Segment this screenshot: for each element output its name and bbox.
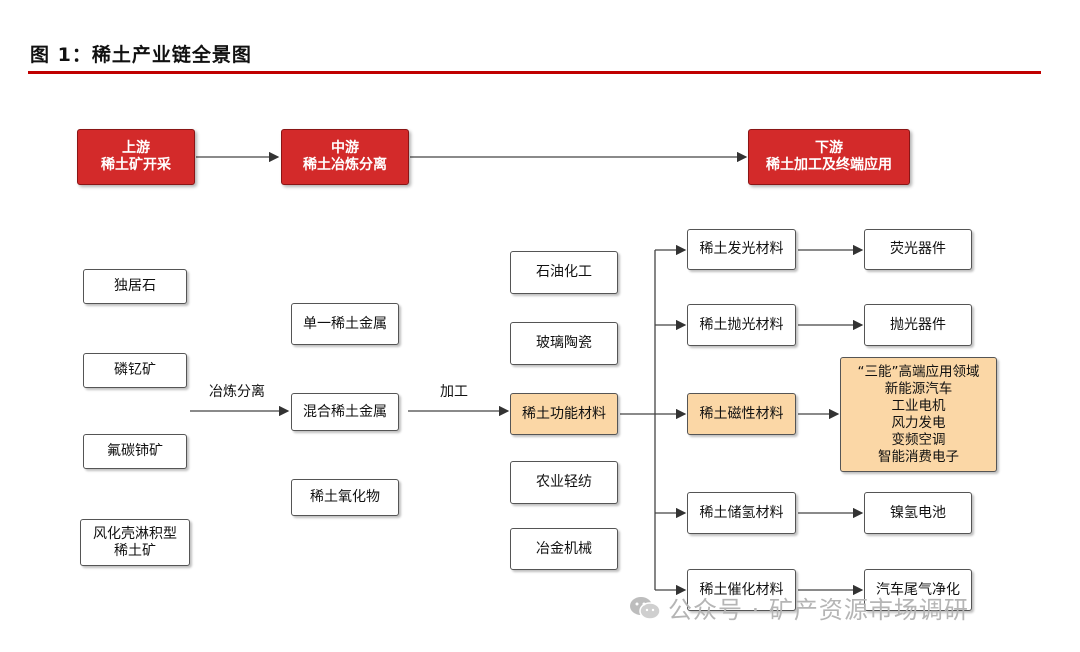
label-process: 加工 (440, 384, 468, 400)
magnet-use-motor: 工业电机 (891, 397, 946, 414)
app-metallurgy: 冶金机械 (510, 528, 618, 570)
stage-upstream: 上游 稀土矿开采 (77, 129, 195, 185)
ore-bastnaesite: 氟碳铈矿 (83, 434, 187, 469)
magnet-applications: “三能”高端应用领域 新能源汽车 工业电机 风力发电 变频空调 智能消费电子 (840, 357, 997, 472)
wechat-icon (630, 596, 661, 620)
stage-midstream: 中游 稀土冶炼分离 (281, 129, 409, 185)
product-mixed-metal: 混合稀土金属 (291, 393, 399, 431)
stage-downstream: 下游 稀土加工及终端应用 (748, 129, 910, 185)
ore-ion-line1: 风化壳淋积型 (93, 525, 177, 542)
material-polishing: 稀土抛光材料 (687, 304, 796, 346)
magnet-use-heading: “三能”高端应用领域 (857, 363, 980, 380)
device-polishing: 抛光器件 (864, 304, 972, 346)
watermark-text: 公众号 · 矿产资源市场调研 (668, 596, 969, 624)
device-exhaust-purification: 汽车尾气净化 (864, 569, 972, 611)
app-functional-materials: 稀土功能材料 (510, 393, 618, 435)
material-hydrogen-storage: 稀土储氢材料 (687, 492, 796, 534)
magnet-use-ac: 变频空调 (891, 431, 946, 448)
material-catalytic: 稀土催化材料 (687, 569, 796, 611)
figure-title: 图 1：稀土产业链全景图 (30, 44, 252, 66)
material-luminescent: 稀土发光材料 (687, 229, 796, 270)
ore-ion-adsorption: 风化壳淋积型 稀土矿 (80, 519, 190, 566)
watermark: 公众号 · 矿产资源市场调研 (628, 590, 969, 625)
app-petrochemical: 石油化工 (510, 251, 618, 294)
stage-midstream-desc: 稀土冶炼分离 (303, 157, 387, 173)
title-rule (28, 71, 1041, 74)
ore-xenotime: 磷钇矿 (83, 353, 187, 388)
stage-downstream-desc: 稀土加工及终端应用 (766, 157, 892, 173)
material-magnetic: 稀土磁性材料 (687, 393, 796, 435)
device-fluorescent: 荧光器件 (864, 229, 972, 270)
magnet-use-electronics: 智能消费电子 (878, 448, 959, 465)
ore-monazite: 独居石 (83, 269, 187, 304)
stage-downstream-title: 下游 (815, 140, 843, 156)
app-glass-ceramics: 玻璃陶瓷 (510, 322, 618, 365)
ore-ion-line2: 稀土矿 (114, 542, 156, 559)
product-single-metal: 单一稀土金属 (291, 303, 399, 345)
product-oxide: 稀土氧化物 (291, 479, 399, 516)
stage-midstream-title: 中游 (331, 140, 359, 156)
stage-upstream-desc: 稀土矿开采 (101, 157, 171, 173)
label-smelt: 冶炼分离 (209, 384, 265, 400)
stage-upstream-title: 上游 (122, 140, 150, 156)
app-agri-textile: 农业轻纺 (510, 461, 618, 504)
magnet-use-wind: 风力发电 (891, 414, 946, 431)
magnet-use-nev: 新能源汽车 (884, 380, 953, 397)
device-nimh-battery: 镍氢电池 (864, 492, 972, 534)
